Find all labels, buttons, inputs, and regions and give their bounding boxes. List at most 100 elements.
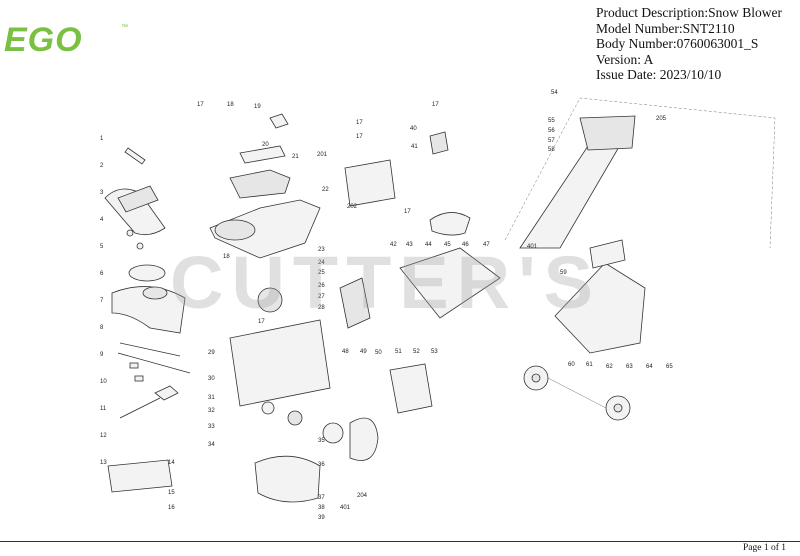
callout-right-6: 48 xyxy=(342,349,349,355)
callout-left-1: 2 xyxy=(100,163,104,169)
part-14-plate xyxy=(107,459,173,493)
product-info-block: Product Description:Snow Blower Model Nu… xyxy=(596,5,782,83)
callout-right-15: 57 xyxy=(548,138,555,144)
callout-middle-8: 31 xyxy=(208,395,215,401)
callout-right-17: 59 xyxy=(560,270,567,276)
callout-middle-1: 24 xyxy=(318,260,325,266)
callout-left-4: 5 xyxy=(100,244,104,250)
callout-middle-7: 30 xyxy=(208,376,215,382)
callout-middle-5: 28 xyxy=(318,305,325,311)
left-parts-group xyxy=(104,147,191,419)
version: Version: A xyxy=(596,51,654,67)
center-parts-group xyxy=(107,277,433,503)
callout-right-14: 56 xyxy=(548,128,555,134)
part-10-clip xyxy=(129,362,139,369)
callout-middle-0: 23 xyxy=(318,247,325,253)
callout-right-12: 54 xyxy=(551,90,558,96)
part-13-hook xyxy=(119,397,161,419)
part-axle xyxy=(547,377,607,409)
callout-right-8: 50 xyxy=(375,350,382,356)
part-62-wheel-hub xyxy=(531,373,541,383)
part-202-housing xyxy=(209,199,321,259)
callout-middle-10: 33 xyxy=(208,424,215,430)
part-7-chute-base xyxy=(111,286,186,334)
callout-right-24: 205 xyxy=(656,116,667,122)
part-53-panel xyxy=(389,363,433,414)
callout-left-9: 10 xyxy=(100,379,107,385)
part-21-battery-cover xyxy=(229,169,291,199)
callout-top-11: 41 xyxy=(411,144,418,150)
part-20-plate xyxy=(239,145,286,164)
callout-right-4: 46 xyxy=(462,242,469,248)
callout-right-23: 65 xyxy=(666,364,673,370)
callout-left-2: 3 xyxy=(100,190,104,196)
part-deck xyxy=(554,262,646,354)
callout-top-13: 17 xyxy=(432,102,439,108)
callout-top-0: 17 xyxy=(197,102,204,108)
callout-middle-9: 32 xyxy=(208,408,215,414)
callout-left-3: 4 xyxy=(100,217,104,223)
right-parts-group xyxy=(399,115,646,421)
part-tray xyxy=(429,212,471,236)
part-36-belt xyxy=(349,417,379,461)
callout-middle-21: 401 xyxy=(340,505,351,511)
part-6-ring xyxy=(128,264,166,282)
part-40-module xyxy=(429,131,449,155)
callout-left-7: 8 xyxy=(100,325,104,331)
callout-left-12: 13 xyxy=(100,460,107,466)
callout-right-1: 43 xyxy=(406,242,413,248)
part-41-bin xyxy=(344,159,396,207)
part-26-motor xyxy=(257,287,283,313)
body-number: Body Number:0760063001_S xyxy=(596,36,759,52)
callout-top-6: 22 xyxy=(322,187,329,193)
callout-right-20: 62 xyxy=(606,364,613,370)
callout-top-7: 202 xyxy=(347,204,358,210)
part-19-knob xyxy=(269,113,289,129)
product-description: Product Description:Snow Blower xyxy=(596,5,782,20)
callout-middle-22: 17 xyxy=(258,319,265,325)
callout-right-19: 61 xyxy=(586,362,593,368)
callout-right-11: 53 xyxy=(431,349,438,355)
callout-right-22: 64 xyxy=(646,364,653,370)
footer-divider xyxy=(0,541,800,542)
callout-middle-16: 39 xyxy=(318,515,325,521)
part-63-wheel-hub xyxy=(613,403,623,413)
part-1-rod xyxy=(124,147,146,165)
part-7-collar xyxy=(142,286,168,300)
part-34-bearing xyxy=(261,401,275,415)
callout-right-13: 55 xyxy=(548,118,555,124)
callout-left-5: 6 xyxy=(100,271,104,277)
issue-date: Issue Date: 2023/10/10 xyxy=(596,67,722,83)
callout-top-12: 17 xyxy=(404,209,411,215)
logo-trademark: ™ xyxy=(121,24,128,31)
part-35-pulley xyxy=(322,422,344,444)
callout-top-3: 20 xyxy=(262,142,269,148)
top-parts-group xyxy=(209,113,471,259)
callout-middle-15: 38 xyxy=(318,505,325,511)
callout-middle-6: 29 xyxy=(208,350,215,356)
callout-right-21: 63 xyxy=(626,364,633,370)
callout-middle-13: 36 xyxy=(318,462,325,468)
logo-text: EGO xyxy=(4,21,83,59)
part-202-opening xyxy=(214,219,256,241)
part-3-bracket xyxy=(117,185,159,213)
callout-middle-12: 35 xyxy=(318,438,325,444)
callout-middle-23: 18 xyxy=(223,254,230,260)
callout-right-18: 60 xyxy=(568,362,575,368)
callout-top-8: 17 xyxy=(356,120,363,126)
model-number: Model Number:SNT2110 xyxy=(596,20,735,36)
part-8-cable xyxy=(119,342,181,357)
callout-right-16: 58 xyxy=(548,147,555,153)
part-32-gear xyxy=(287,410,303,426)
callout-right-25: 401 xyxy=(527,244,538,250)
callout-middle-19: 16 xyxy=(168,505,175,511)
callout-middle-18: 15 xyxy=(168,490,175,496)
callout-top-5: 201 xyxy=(317,152,328,158)
part-5-washer xyxy=(136,242,144,250)
callout-left-6: 7 xyxy=(100,298,104,304)
handle-assembly-outline xyxy=(504,97,776,249)
callout-top-10: 40 xyxy=(410,126,417,132)
callout-right-0: 42 xyxy=(390,242,397,248)
